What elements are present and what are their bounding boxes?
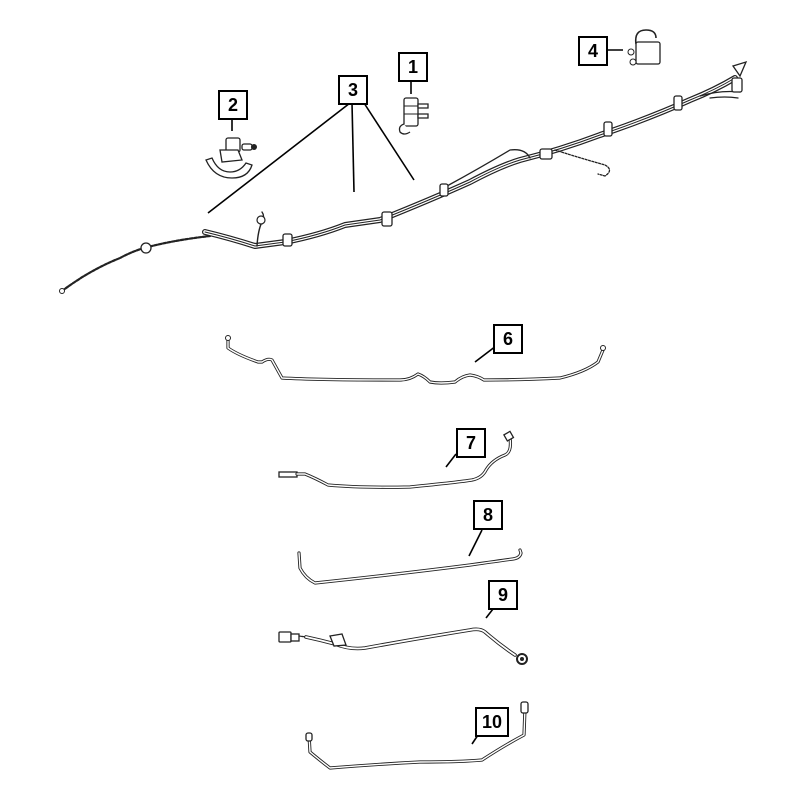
callout-7: 7: [456, 428, 486, 458]
part-8-tube: [297, 548, 523, 585]
part-3-main-lines: [59, 60, 748, 294]
callout-3: 3: [338, 75, 368, 105]
part-9-hose: [278, 627, 528, 665]
part-6-tube: [225, 335, 606, 385]
callout-9: 9: [488, 580, 518, 610]
part-10-tube: [305, 701, 529, 770]
callout-6: 6: [493, 324, 523, 354]
callout-4: 4: [578, 36, 608, 66]
callout-8: 8: [473, 500, 503, 530]
part-2-clamp: [205, 137, 257, 179]
callout-2: 2: [218, 90, 248, 120]
part-7-tube: [278, 430, 515, 489]
part-1-clip: [398, 97, 429, 135]
part-4-bracket: [627, 29, 661, 66]
callout-10: 10: [475, 707, 509, 737]
callout-1: 1: [398, 52, 428, 82]
